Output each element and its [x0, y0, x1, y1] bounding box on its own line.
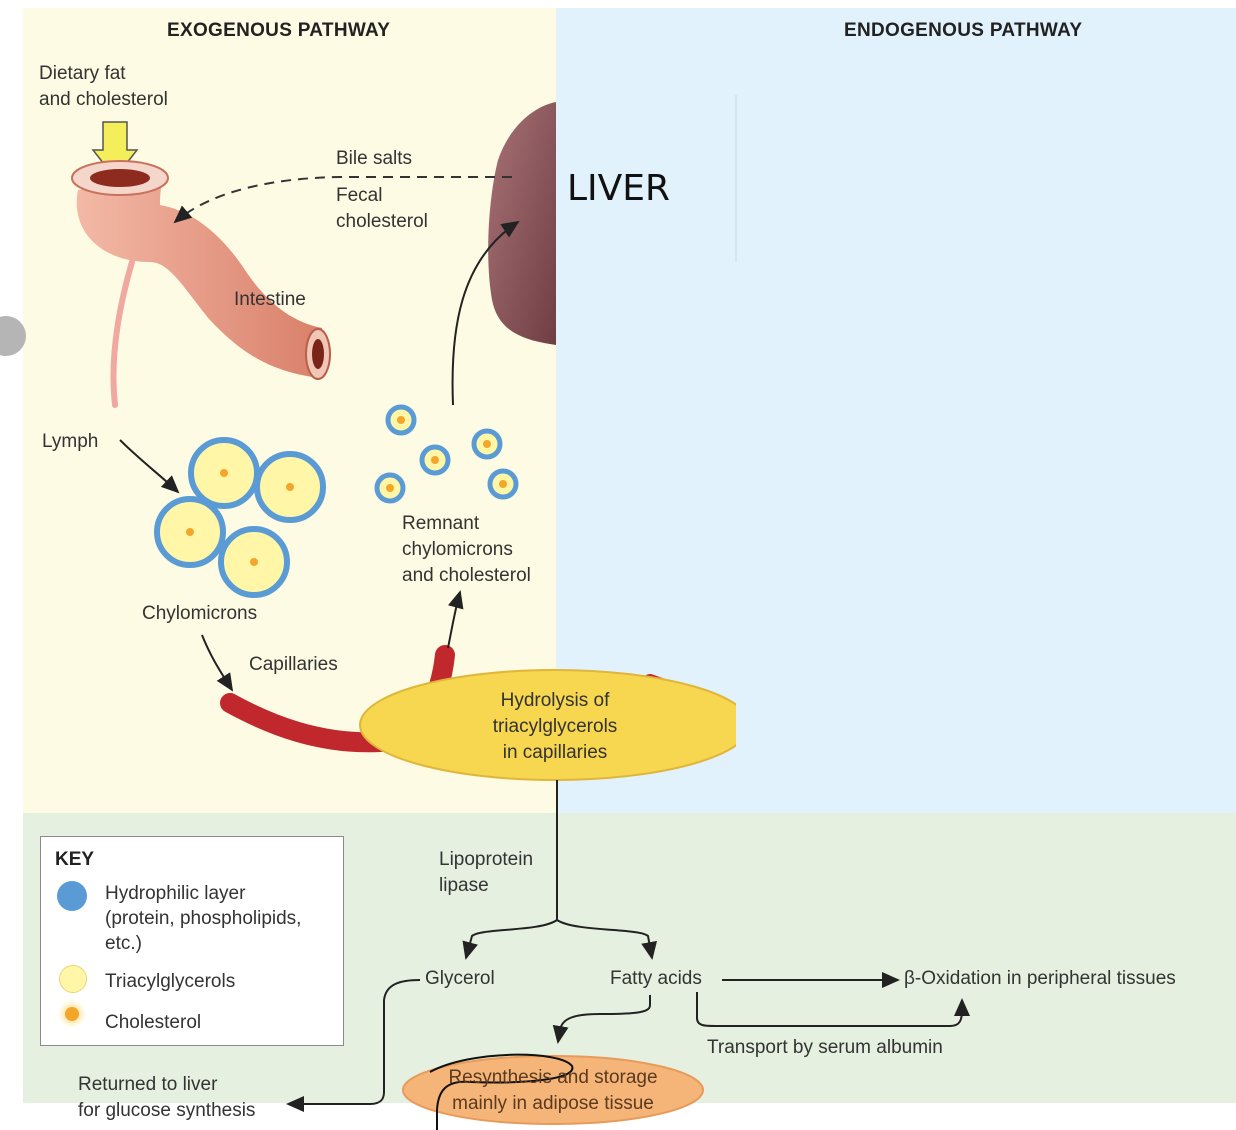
bile-salts-label: Bile salts: [336, 148, 413, 169]
glycerol-label: Glycerol: [425, 968, 495, 989]
transport-label: Transport by serum albumin: [707, 1037, 943, 1058]
endogenous-heading: ENDOGENOUS PATHWAY: [844, 20, 1083, 41]
key-legend: KEY Hydrophilic layer (protein, phosphol…: [40, 836, 344, 1046]
hydrolysis-line1: Hydrolysis of: [500, 690, 610, 711]
hydrolysis-line2: triacylglycerols: [492, 716, 618, 737]
lipoprotein-lipase-label: Lipoprotein lipase: [439, 847, 533, 899]
hydrolysis-label: Hydrolysis of triacylglycerols in capill…: [455, 688, 655, 766]
branch-to-fatty-acids: [556, 919, 658, 960]
fatty-acids-to-resynthesis-arrow: [552, 995, 651, 1044]
hydrolysis-line3: in capillaries: [502, 742, 608, 763]
key-title: KEY: [55, 849, 95, 870]
chylomicrons-to-capillaries-arrow: [201, 634, 234, 692]
capillaries-label: Capillaries: [249, 654, 338, 675]
fecal-line2: cholesterol: [336, 211, 428, 232]
remnant-line2: chylomicrons: [402, 539, 513, 560]
key-hydrophilic-line3: etc.): [105, 933, 142, 954]
returned-line1: Returned to liver: [78, 1074, 218, 1095]
cholesterol-swatch: [65, 1007, 79, 1021]
branch-to-glycerol: [462, 919, 558, 960]
bottom-left-patch: [556, 813, 736, 832]
chylomicrons-label: Chylomicrons: [142, 603, 258, 624]
exogenous-heading: EXOGENOUS PATHWAY: [167, 20, 391, 41]
remnant-line3: and cholesterol: [402, 565, 531, 586]
key-cholesterol: Cholesterol: [105, 1012, 202, 1033]
lymph-arrow: [119, 439, 180, 494]
liver-label: LIVER: [567, 168, 671, 209]
lymph-vessel: [110, 259, 135, 408]
beta-oxidation-label: β-Oxidation in peripheral tissues: [904, 968, 1176, 989]
glycerol-to-liver-arrow: [286, 979, 421, 1112]
intestine-label: Intestine: [234, 289, 306, 310]
resynthesis-line2: mainly in adipose tissue: [452, 1093, 654, 1114]
key-hydrophilic: Hydrophilic layer (protein, phospholipid…: [105, 881, 301, 956]
bile-salts-arrow: [173, 176, 512, 224]
lipase-line1: Lipoprotein: [439, 849, 534, 870]
fatty-acids-label: Fatty acids: [610, 968, 702, 989]
resynthesis-ellipse: [402, 1055, 704, 1125]
dietary-fat-label: Dietary fat and cholesterol: [39, 61, 168, 113]
intestine-shape: [76, 175, 322, 378]
key-hydrophilic-line2: (protein, phospholipids,: [105, 908, 302, 929]
liver-shape: [488, 102, 556, 345]
lymph-label: Lymph: [42, 431, 99, 452]
returned-line2: for glucose synthesis: [78, 1100, 256, 1121]
dietary-fat-line2: and cholesterol: [39, 89, 168, 110]
handwritten-annotation: [429, 1053, 574, 1130]
chylomicron-particles: [154, 437, 326, 598]
lipase-line2: lipase: [439, 875, 489, 896]
remnant-particles: [374, 404, 519, 504]
fecal-line1: Fecal: [336, 185, 383, 206]
key-triacylglycerols: Triacylglycerols: [105, 971, 236, 992]
left-edge-dot: [0, 316, 26, 356]
capillary-to-remnant-arrow: [447, 590, 464, 649]
remnant-to-liver-arrow: [451, 220, 520, 406]
key-hydrophilic-line1: Hydrophilic layer: [105, 883, 246, 904]
hydrophilic-swatch: [57, 881, 87, 911]
remnant-line1: Remnant: [402, 513, 480, 534]
dietary-fat-line1: Dietary fat: [39, 63, 126, 84]
transport-loop-arrow: [696, 992, 970, 1027]
resynthesis-label: Resynthesis and storage mainly in adipos…: [428, 1065, 678, 1117]
resynthesis-line1: Resynthesis and storage: [448, 1067, 658, 1088]
returned-label: Returned to liver for glucose synthesis: [78, 1072, 255, 1124]
remnant-label: Remnant chylomicrons and cholesterol: [402, 511, 531, 589]
fecal-cholesterol-label: Fecal cholesterol: [336, 183, 428, 235]
triacylglycerol-swatch: [59, 965, 87, 993]
